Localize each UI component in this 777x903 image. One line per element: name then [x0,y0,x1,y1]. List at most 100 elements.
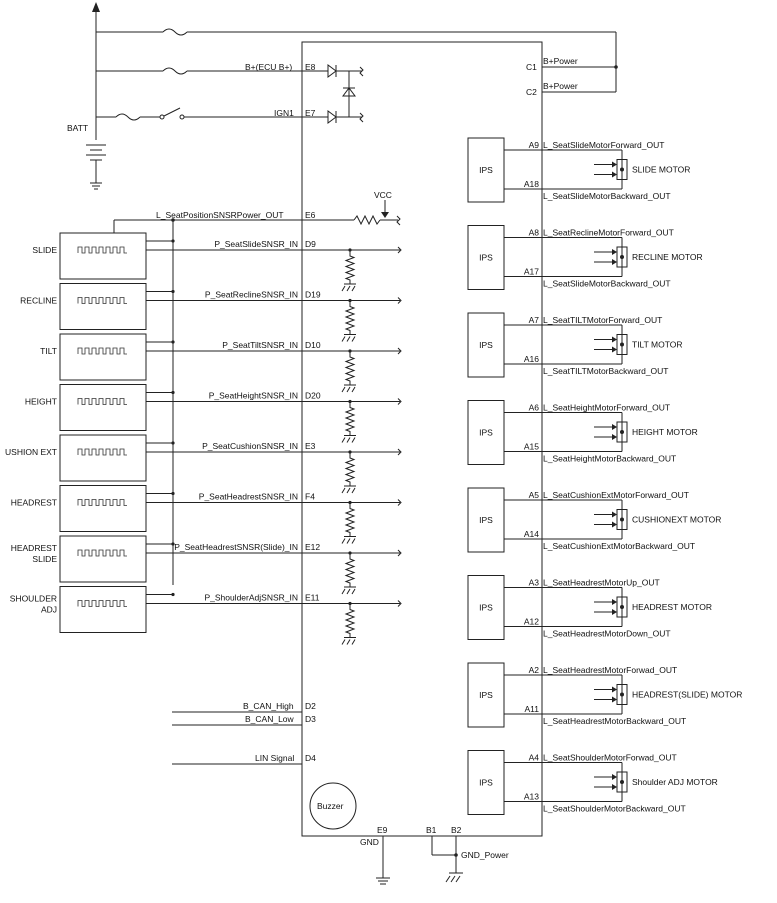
motor-name: HEADREST(SLIDE) MOTOR [632,690,742,700]
pulldown-resistor [344,452,356,486]
gnd-power-label: GND_Power [461,850,509,860]
arrow-head-icon [612,511,617,518]
vcc-label: VCC [374,190,392,200]
motor-icon [616,334,628,355]
ips-box [467,225,505,290]
ips-label: IPS [479,165,493,175]
sensor-box [59,232,147,280]
bwd-signal-label: L_SeatTILTMotorBackward_OUT [543,366,669,376]
sensor-pin: E3 [305,441,316,451]
motor-name: TILT MOTOR [632,340,683,350]
can-low-label: B_CAN_Low [245,714,295,724]
motor-rotor-icon [620,692,624,697]
lin-label: LIN Signal [255,753,294,763]
fwd-signal-label: L_SeatSlideMotorForward_OUT [543,140,664,150]
sensor-signal-label: P_ShoulderAdjSNSR_IN [204,593,298,603]
fwd-signal-label: L_SeatHeadrestMotorForwad_OUT [543,665,677,675]
ips-box [467,137,505,203]
sensor-signal-label: P_SeatHeadrestSNSR_IN [199,492,298,502]
c2-label: B+Power [543,81,578,91]
sensor-pulse-icon [77,448,127,456]
buzzer-label: Buzzer [317,801,344,811]
fwd-pin: A4 [529,753,540,763]
ips-box [467,400,505,465]
fwd-pin: A6 [529,403,540,413]
motor-channel-7: IPSA2A11L_SeatHeadrestMotorForwad_OUTL_S… [467,662,742,728]
batt-label: BATT [67,123,88,133]
sensor-terminal-mark [397,600,402,607]
bwd-signal-label: L_SeatSlideMotorBackward_OUT [543,191,671,201]
sensor-6: HEADREST P_SeatHeadrestSNSR_IN F4 [11,485,402,544]
sensor-junction [171,592,175,597]
static-wiring [86,2,618,885]
arrow-head-icon [612,249,617,255]
bwd-signal-label: L_SeatHeadrestMotorDown_OUT [543,629,671,639]
motor-icon [616,159,628,180]
pulldown-resistor [344,553,356,587]
ground-hatch [341,487,356,494]
fwd-signal-label: L_SeatHeightMotorForward_OUT [543,403,670,413]
motor-rotor-icon [620,605,624,609]
fwd-signal-label: L_SeatReclineMotorForward_OUT [543,228,674,238]
arrow-head-icon [612,696,617,703]
bwd-pin: A15 [524,442,539,452]
bwd-pin: A11 [525,704,540,714]
c1-label: B+Power [543,56,578,66]
arrow-head-icon [612,784,617,790]
pulldown-resistor [344,351,356,385]
sensor-power-pin: E6 [305,210,316,220]
sensor-name: TILT [40,346,57,356]
sensor-pulse-icon [77,297,127,304]
bwd-pin: A17 [524,267,539,277]
motor-channel-6: IPSA3A12L_SeatHeadrestMotorUp_OUTL_SeatH… [467,575,712,640]
static-labels: BATT B+(ECU B+) E8 IGN1 E7 C1 B+Power C2… [67,56,578,860]
motor-icon [616,596,628,618]
sensor-junction [171,542,175,546]
motor-rotor-icon [620,430,624,434]
motor-rotor-icon [620,255,624,259]
bwd-pin: A16 [524,354,539,364]
fwd-signal-label: L_SeatCushionExtMotorForward_OUT [543,490,689,500]
ground-hatch [341,588,356,595]
motor-icon [616,246,628,268]
sensor-pin: E12 [305,542,320,552]
sensor-junction [171,239,175,243]
sensor-pin: D19 [305,290,321,300]
ecu-box [301,41,543,837]
sensor-signal-label: P_SeatReclineSNSR_IN [205,290,298,300]
motor-rotor-icon [620,342,624,347]
sensor-terminal-mark [397,297,402,304]
motor-channel-8: IPSA4A13L_SeatShoulderMotorForwad_OUTL_S… [467,750,718,815]
fwd-pin: A2 [529,665,540,675]
ground-hatch [341,336,356,342]
motor-icon [616,509,628,530]
b1-pin: B1 [426,825,437,835]
motor-name: HEIGHT MOTOR [632,427,698,437]
ground-hatch [341,285,356,292]
fwd-pin: A8 [529,228,540,238]
batt-arrow-head [92,2,100,12]
motor-channel-3: IPSA7A16L_SeatTILTMotorForward_OUTL_Seat… [467,312,683,378]
motor-name: RECLINE MOTOR [632,252,703,262]
sensor-pin: F4 [305,492,315,502]
bwd-pin: A12 [524,617,539,627]
sensor-name: HEADREST [11,498,57,508]
motor-rotor-icon [620,517,624,522]
pulldown-resistor [344,401,356,436]
motor-icon [616,771,628,793]
sensor-box [59,283,147,330]
arrow-head-icon [612,424,617,430]
ips-label: IPS [479,515,493,525]
bwd-signal-label: L_SeatSlideMotorBackward_OUT [543,279,671,289]
sensor-box [59,434,147,482]
pulldown-resistor [344,250,356,284]
sensor-junction [171,340,175,344]
motor-section: IPSA9A18L_SeatSlideMotorForward_OUTL_Sea… [467,137,742,815]
sensor-signal-label: P_SeatTiltSNSR_IN [222,340,298,350]
ips-box [467,487,505,553]
sensor-pin: E11 [305,593,320,603]
ips-box [467,750,505,815]
sensor-name-line1: HEADREST [11,543,57,553]
